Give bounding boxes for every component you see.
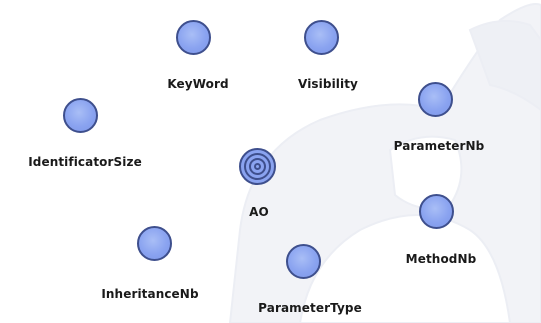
node-identificatorsize[interactable]	[63, 98, 98, 133]
node-parametertype[interactable]	[286, 244, 321, 279]
label-methodnb: MethodNb	[405, 252, 477, 266]
target-ring-core	[254, 163, 261, 170]
node-ao-target-icon[interactable]	[239, 148, 276, 185]
label-parameternb: ParameterNb	[393, 139, 485, 153]
target-ring-outer	[244, 153, 271, 180]
node-methodnb[interactable]	[419, 194, 454, 229]
node-parameternb[interactable]	[418, 82, 453, 117]
label-ao: AO	[249, 205, 269, 219]
label-visibility: Visibility	[298, 77, 358, 91]
node-visibility[interactable]	[304, 20, 339, 55]
target-ring-inner	[249, 158, 266, 175]
label-parametertype: ParameterType	[258, 301, 362, 315]
node-inheritancenb[interactable]	[137, 226, 172, 261]
label-inheritancenb: InheritanceNb	[101, 287, 199, 301]
label-identificatorsize: IdentificatorSize	[28, 155, 142, 169]
label-keyword: KeyWord	[167, 77, 229, 91]
node-keyword[interactable]	[176, 20, 211, 55]
